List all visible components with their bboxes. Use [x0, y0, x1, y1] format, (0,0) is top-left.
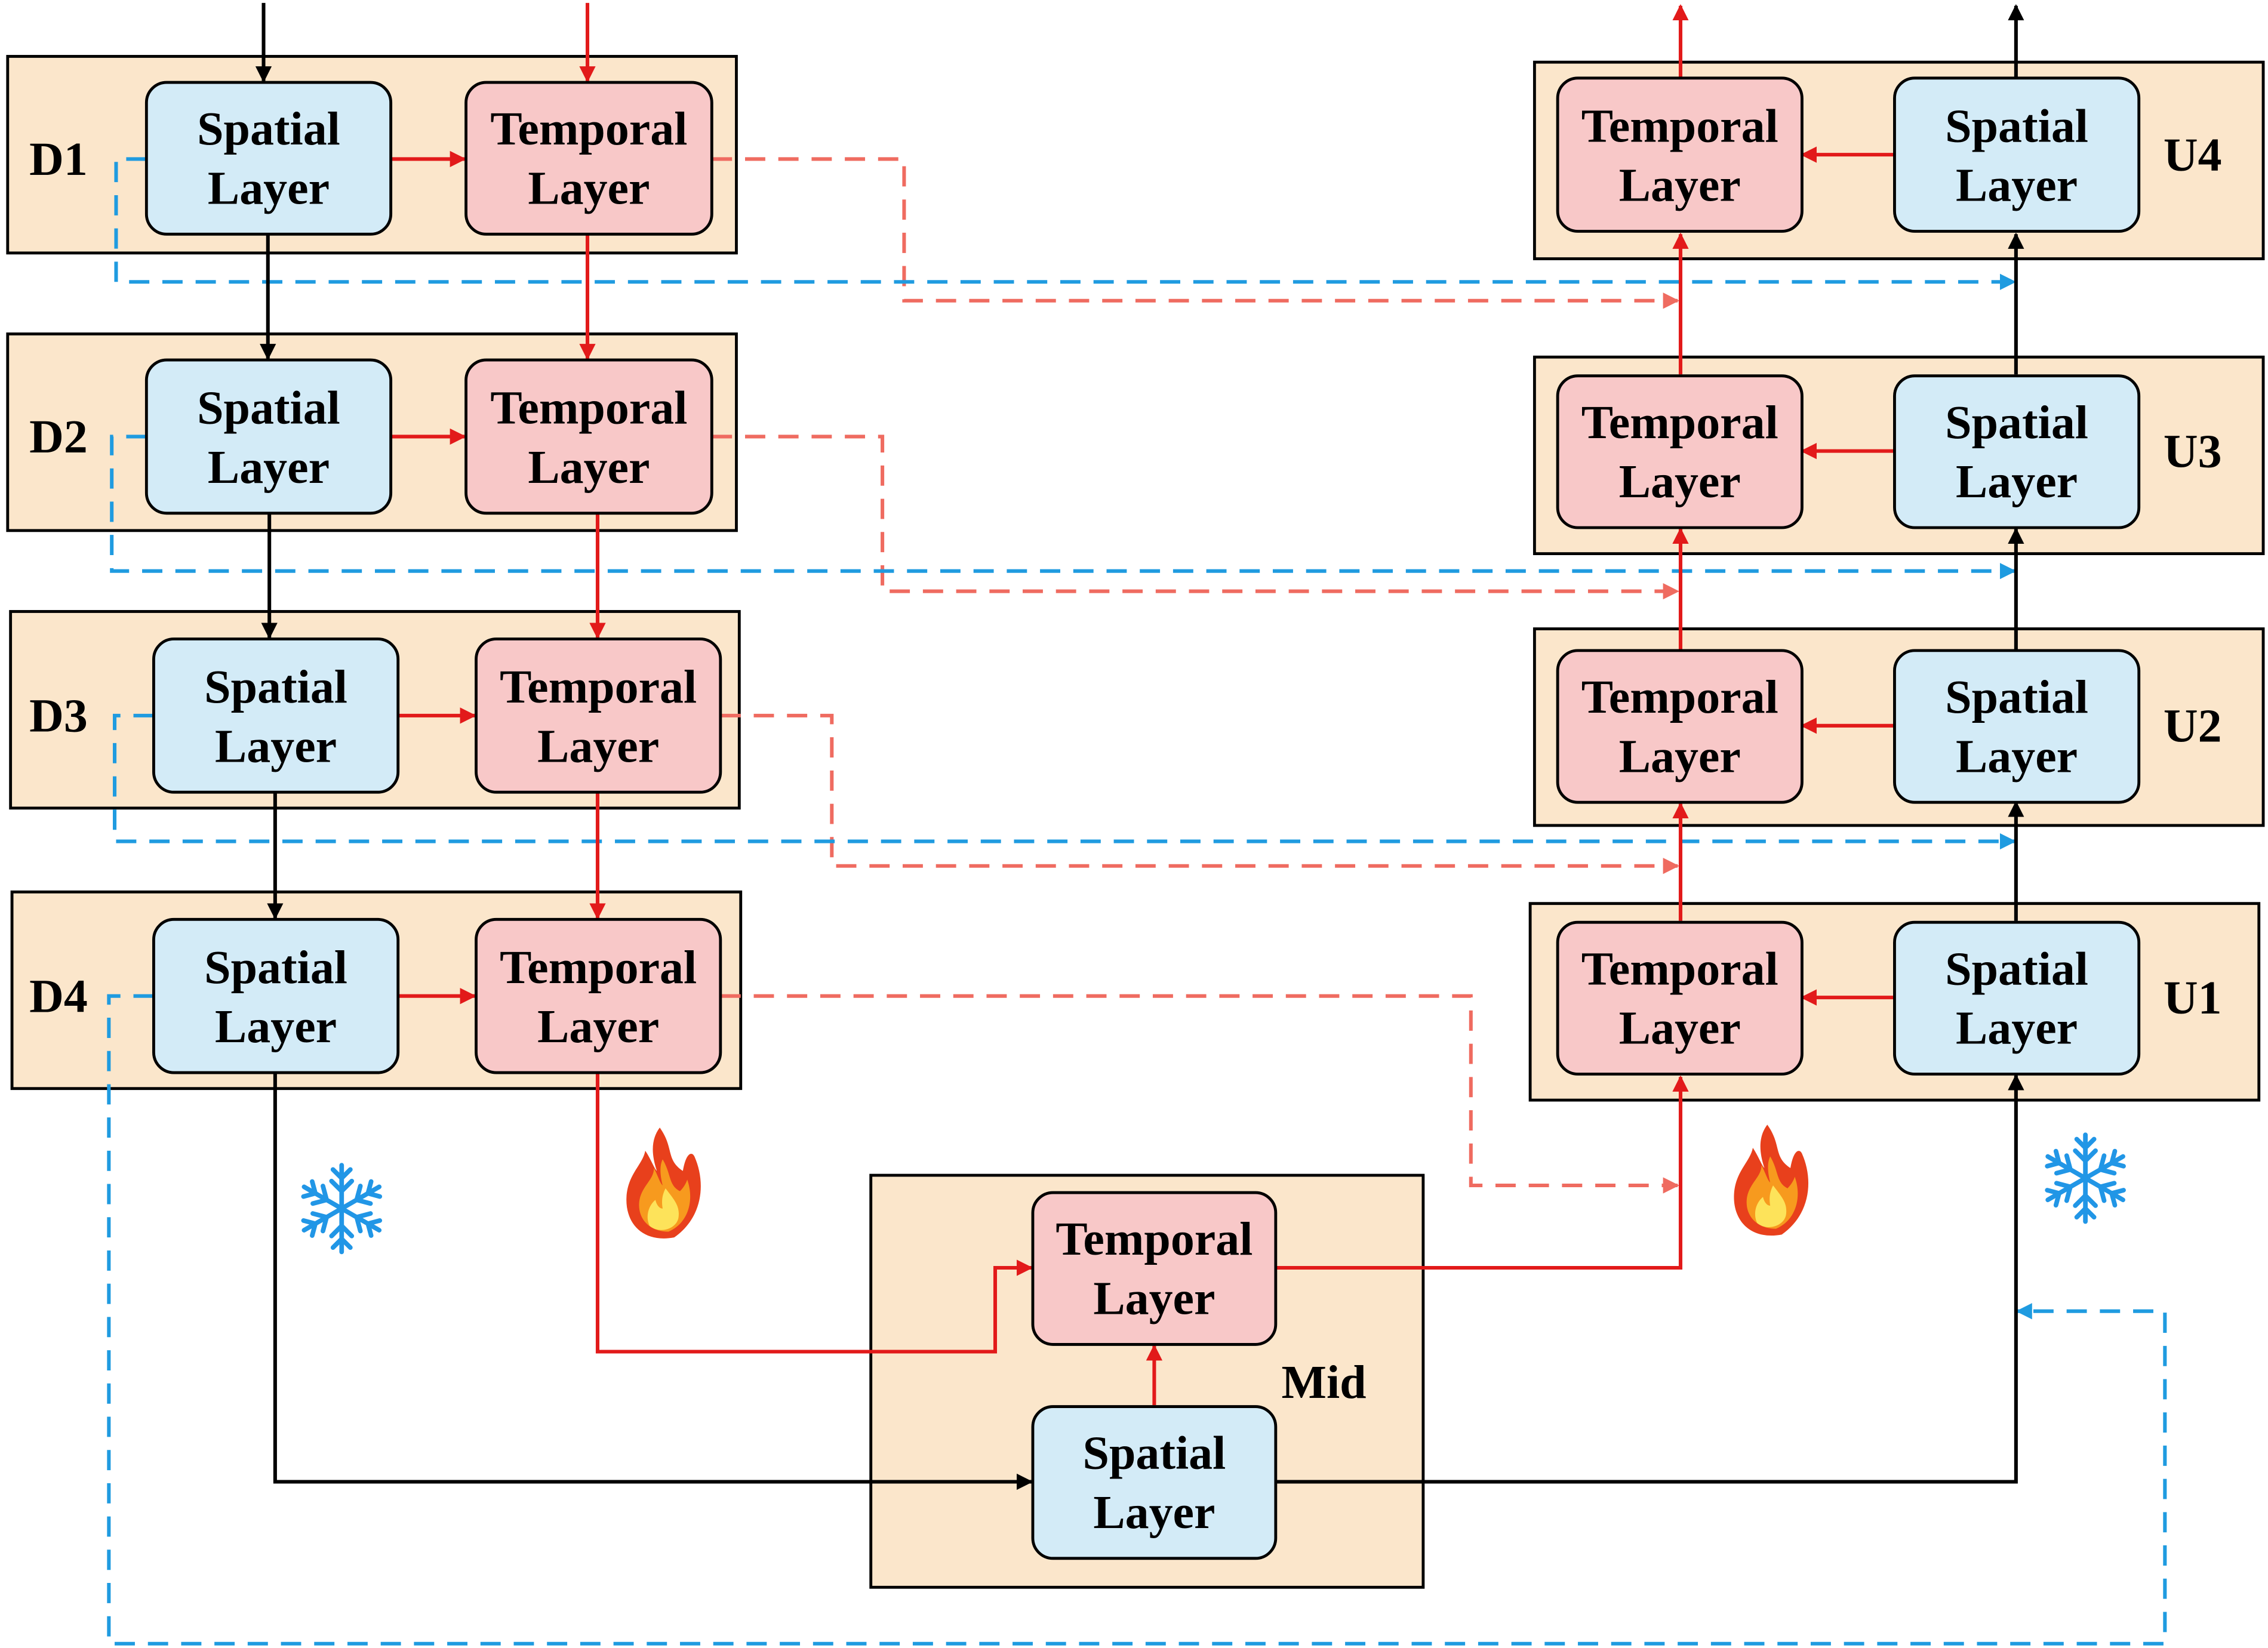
d2-spatial-layer: Spatial Layer — [144, 358, 393, 515]
d4-temporal-label-line2: Layer — [537, 1000, 659, 1053]
d1-spatial-label-line2: Layer — [208, 162, 330, 214]
d1-spatial-label-line1: Spatial — [197, 103, 340, 155]
u1-spatial-label-line1: Spatial — [1945, 942, 2088, 995]
d4-spatial-label-line1: Spatial — [204, 941, 347, 994]
mid-temporal-label-line1: Temporal — [1055, 1213, 1253, 1265]
stage-label-u3: U3 — [2164, 425, 2222, 478]
d3-spatial-layer: Spatial Layer — [152, 637, 400, 794]
temporal-skip-connections — [712, 157, 1679, 1194]
stage-labels: D1 D2 D3 D4 U4 U3 U2 U1 Mid — [29, 129, 2221, 1409]
u2-spatial-layer: Spatial Layer — [1893, 649, 2141, 804]
d3-spatial-label-line1: Spatial — [204, 661, 347, 713]
skip-d1-u4-spatial — [114, 157, 2017, 290]
u2-temporal-label-line2: Layer — [1619, 730, 1741, 783]
u3-temporal-label-line1: Temporal — [1581, 396, 1778, 449]
u3-temporal-layer: Temporal Layer — [1556, 374, 1804, 529]
u4-spatial-label-line2: Layer — [1956, 159, 2078, 212]
skip-d3-u2-temporal — [720, 713, 1679, 874]
stage-label-u4: U4 — [2164, 129, 2222, 181]
mid-u1-spatial-arrow — [1275, 1074, 2024, 1484]
mid-temporal-label-line2: Layer — [1093, 1273, 1215, 1325]
mid-spatial-layer: Spatial Layer — [1031, 1405, 1278, 1560]
u1-temporal-layer: Temporal Layer — [1556, 920, 1804, 1076]
d4-mid-temporal-arrow — [595, 1073, 1033, 1354]
skip-d4-u1-spatial — [107, 994, 2167, 1646]
d1-spatial-layer: Spatial Layer — [144, 81, 393, 236]
stage-label-mid: Mid — [1282, 1356, 1367, 1409]
u3-spatial-label-line2: Layer — [1956, 455, 2078, 508]
skip-d3-u2-spatial — [113, 713, 2017, 850]
spatial-flow-arrows — [255, 2, 2024, 1490]
mid-spatial-label-line1: Spatial — [1083, 1427, 1226, 1480]
snowflake-icon — [2043, 1135, 2128, 1221]
skip-d1-u4-temporal — [712, 157, 1679, 309]
u1-temporal-label-line2: Layer — [1619, 1002, 1741, 1055]
u3-temporal-label-line2: Layer — [1619, 455, 1741, 508]
mid-temporal-layer: Temporal Layer — [1031, 1191, 1278, 1346]
snowflake-icon — [299, 1163, 384, 1252]
skip-d4-u1-temporal — [720, 994, 1679, 1194]
d3-spatial-label-line2: Layer — [215, 720, 337, 772]
flame-icon — [1734, 1125, 1809, 1236]
d4-temporal-layer: Temporal Layer — [475, 917, 722, 1074]
skip-d2-u3-spatial — [110, 435, 2017, 580]
flame-icon — [626, 1128, 701, 1239]
d1-temporal-label-line2: Layer — [528, 162, 650, 214]
u4-temporal-label-line1: Temporal — [1581, 100, 1778, 152]
u1-spatial-label-line2: Layer — [1956, 1002, 2078, 1055]
d2-spatial-label-line2: Layer — [208, 441, 330, 494]
u2-temporal-label-line1: Temporal — [1581, 671, 1778, 723]
stage-label-d4: D4 — [29, 970, 88, 1022]
stage-boxes — [6, 55, 2265, 1589]
stage-label-u1: U1 — [2164, 972, 2222, 1024]
d1-temporal-layer: Temporal Layer — [464, 81, 713, 236]
stage-label-u2: U2 — [2164, 700, 2222, 752]
d3-temporal-layer: Temporal Layer — [475, 637, 722, 794]
d4-spatial-label-line2: Layer — [215, 1000, 337, 1053]
u2-temporal-layer: Temporal Layer — [1556, 649, 1804, 804]
d4-spatial-layer: Spatial Layer — [152, 917, 400, 1074]
stage-label-d3: D3 — [29, 689, 88, 742]
u3-spatial-label-line1: Spatial — [1945, 396, 2088, 449]
u4-temporal-label-line2: Layer — [1619, 159, 1741, 212]
u4-temporal-layer: Temporal Layer — [1556, 76, 1804, 233]
temporal-flow-arrows — [390, 2, 1895, 1406]
stage-label-d1: D1 — [29, 133, 88, 186]
u4-spatial-layer: Spatial Layer — [1893, 76, 2141, 233]
d2-temporal-layer: Temporal Layer — [464, 358, 713, 515]
d2-temporal-label-line2: Layer — [528, 441, 650, 494]
u2-spatial-label-line1: Spatial — [1945, 671, 2088, 723]
u2-spatial-label-line2: Layer — [1956, 730, 2078, 783]
u1-temporal-label-line1: Temporal — [1581, 942, 1778, 995]
mid-u1-temporal-arrow — [1275, 1075, 1689, 1270]
skip-d2-u3-temporal — [712, 435, 1679, 600]
u4-spatial-label-line1: Spatial — [1945, 100, 2088, 152]
d4-mid-spatial-arrow — [273, 1073, 1033, 1490]
d2-spatial-label-line1: Spatial — [197, 382, 340, 435]
d1-temporal-label-line1: Temporal — [490, 103, 687, 155]
u1-spatial-layer: Spatial Layer — [1893, 920, 2141, 1076]
d3-temporal-label-line2: Layer — [537, 720, 659, 772]
mid-spatial-label-line2: Layer — [1093, 1486, 1215, 1539]
d4-temporal-label-line1: Temporal — [500, 941, 697, 994]
u3-spatial-layer: Spatial Layer — [1893, 374, 2141, 529]
stage-label-d2: D2 — [29, 411, 88, 463]
spatial-skip-connections — [107, 157, 2167, 1646]
d3-temporal-label-line1: Temporal — [500, 661, 697, 713]
d2-temporal-label-line1: Temporal — [490, 382, 687, 435]
